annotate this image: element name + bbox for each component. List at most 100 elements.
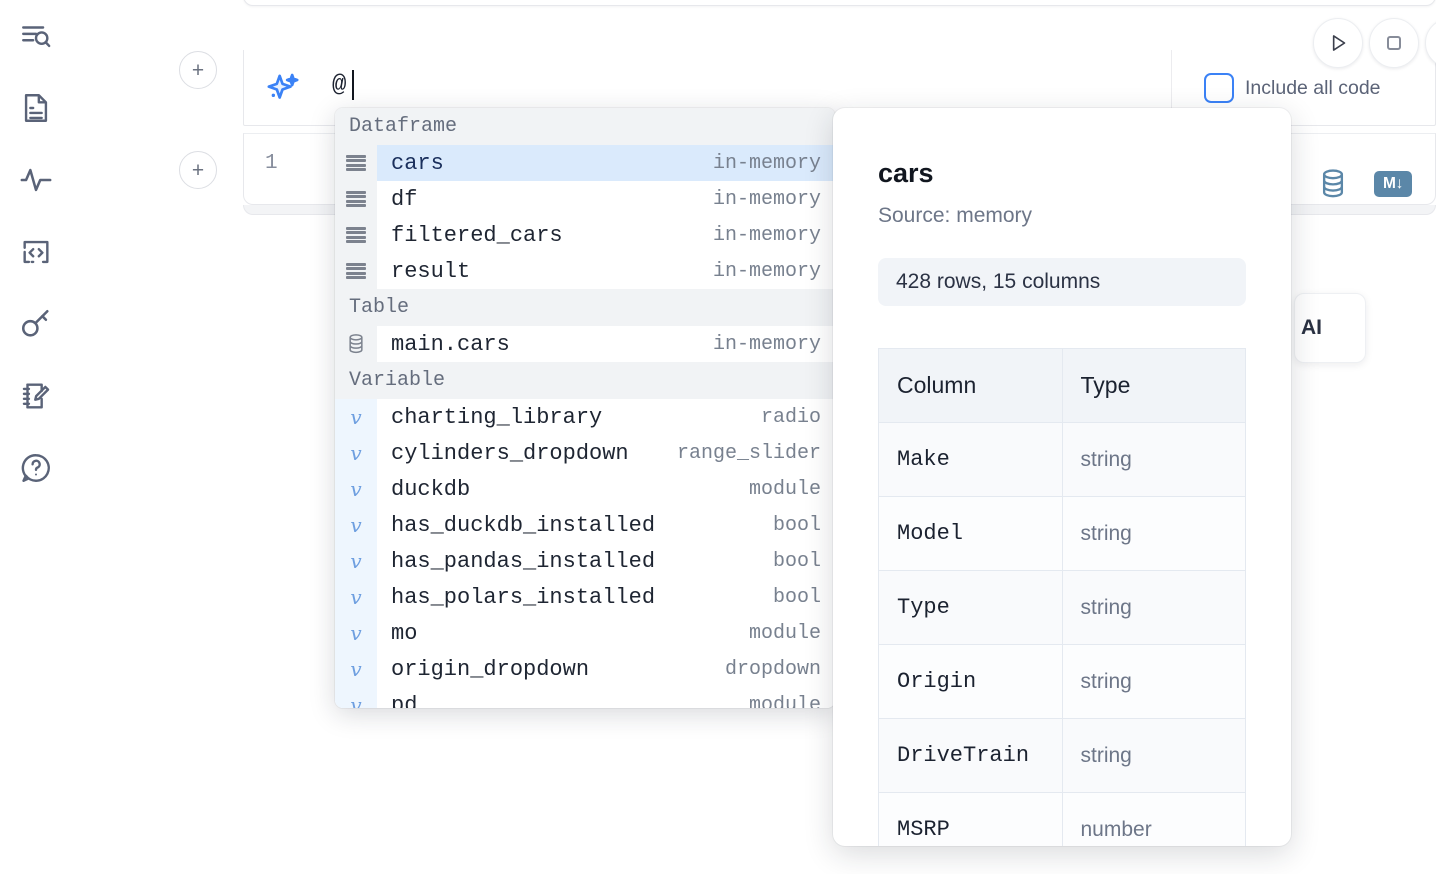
file-document-icon[interactable] <box>12 84 60 132</box>
info-panel-title: cars <box>878 158 934 188</box>
dataframe-icon <box>346 263 366 279</box>
autocomplete-item-icon <box>335 181 377 217</box>
variable-icon: v <box>350 513 362 537</box>
autocomplete-item-meta: module <box>748 477 821 501</box>
schema-column-name: Type <box>878 570 1063 645</box>
autocomplete-item-name: df <box>391 186 418 212</box>
variable-icon: v <box>350 621 362 645</box>
activity-pulse-icon[interactable] <box>12 156 60 204</box>
explore-search-icon[interactable] <box>12 12 60 60</box>
markdown-icon[interactable]: M↓ <box>1374 171 1412 197</box>
ai-prompt-field-region[interactable] <box>244 50 1172 126</box>
schema-column-type: string <box>1061 422 1246 497</box>
notebook-edit-icon[interactable] <box>12 372 60 420</box>
dataframe-info-panel: cars Source: memory 428 rows, 15 columns… <box>833 108 1291 846</box>
stop-button[interactable] <box>1369 18 1419 68</box>
autocomplete-item-name: cars <box>391 150 444 176</box>
autocomplete-item-name: main.cars <box>391 331 510 357</box>
key-icon[interactable] <box>12 300 60 348</box>
autocomplete-item-icon: v <box>335 687 377 708</box>
plus-icon: + <box>191 158 205 182</box>
autocomplete-item-meta: module <box>748 621 821 645</box>
autocomplete-item-name: duckdb <box>391 476 471 502</box>
schema-column-name: Make <box>878 422 1063 497</box>
autocomplete-item-meta: module <box>748 693 821 709</box>
include-all-code-toggle[interactable]: Include all code <box>1204 73 1381 103</box>
autocomplete-item-meta: in-memory <box>712 151 821 175</box>
autocomplete-item-icon: v <box>335 435 377 471</box>
autocomplete-item-icon <box>335 145 377 181</box>
autocomplete-item-meta: dropdown <box>724 657 821 681</box>
autocomplete-item-icon: v <box>335 651 377 687</box>
help-chat-icon[interactable] <box>12 444 60 492</box>
schema-column-header: Column <box>878 348 1063 423</box>
generate-with-ai-button[interactable]: AI <box>1294 293 1366 363</box>
variable-icon: v <box>350 405 362 429</box>
autocomplete-item[interactable]: v has_pandas_installed bool <box>335 543 835 579</box>
code-brackets-icon[interactable] <box>12 228 60 276</box>
info-panel-source: Source: memory <box>878 204 1033 227</box>
ai-prompt-input[interactable]: @ <box>332 72 347 99</box>
autocomplete-item-icon: v <box>335 507 377 543</box>
autocomplete-item-meta: bool <box>772 585 821 609</box>
previous-cell <box>243 0 1436 6</box>
autocomplete-item-icon: v <box>335 543 377 579</box>
schema-column-type: string <box>1061 644 1246 719</box>
cell-action-icons: M↓ <box>1318 168 1412 200</box>
schema-column-name: Model <box>878 496 1063 571</box>
autocomplete-item[interactable]: cars in-memory <box>335 145 835 181</box>
schema-column-name: Origin <box>878 644 1063 719</box>
include-all-code-checkbox[interactable] <box>1204 73 1234 103</box>
autocomplete-group-header: Dataframe <box>335 108 835 145</box>
autocomplete-item-meta: bool <box>772 513 821 537</box>
schema-column-type: number <box>1061 792 1246 846</box>
schema-type-header: Type <box>1061 348 1246 423</box>
line-number: 1 <box>265 152 278 175</box>
run-button[interactable] <box>1313 18 1363 68</box>
plus-icon: + <box>191 58 205 82</box>
autocomplete-item-meta: in-memory <box>712 259 821 283</box>
dataframe-icon <box>346 227 366 243</box>
schema-column-type: string <box>1061 718 1246 793</box>
markdown-badge: M↓ <box>1374 171 1412 197</box>
add-cell-above-button[interactable]: + <box>179 51 217 89</box>
variable-icon: v <box>350 549 362 573</box>
autocomplete-item-name: has_polars_installed <box>391 584 656 610</box>
autocomplete-item-name: filtered_cars <box>391 222 563 248</box>
database-icon[interactable] <box>1318 168 1348 200</box>
autocomplete-group-header: Table <box>335 289 835 326</box>
autocomplete-item-icon <box>335 217 377 253</box>
text-caret <box>352 70 354 100</box>
info-panel-shape: 428 rows, 15 columns <box>878 258 1246 306</box>
schema-column-name: DriveTrain <box>878 718 1063 793</box>
autocomplete-item-icon: v <box>335 471 377 507</box>
add-cell-below-button[interactable]: + <box>179 151 217 189</box>
autocomplete-item-name: has_pandas_installed <box>391 548 656 574</box>
include-all-code-label: Include all code <box>1245 76 1381 99</box>
autocomplete-item-icon <box>335 253 377 289</box>
variable-icon: v <box>350 693 362 708</box>
autocomplete-item-meta: bool <box>772 549 821 573</box>
autocomplete-item-icon <box>335 326 377 362</box>
schema-column-name: MSRP <box>878 792 1063 846</box>
